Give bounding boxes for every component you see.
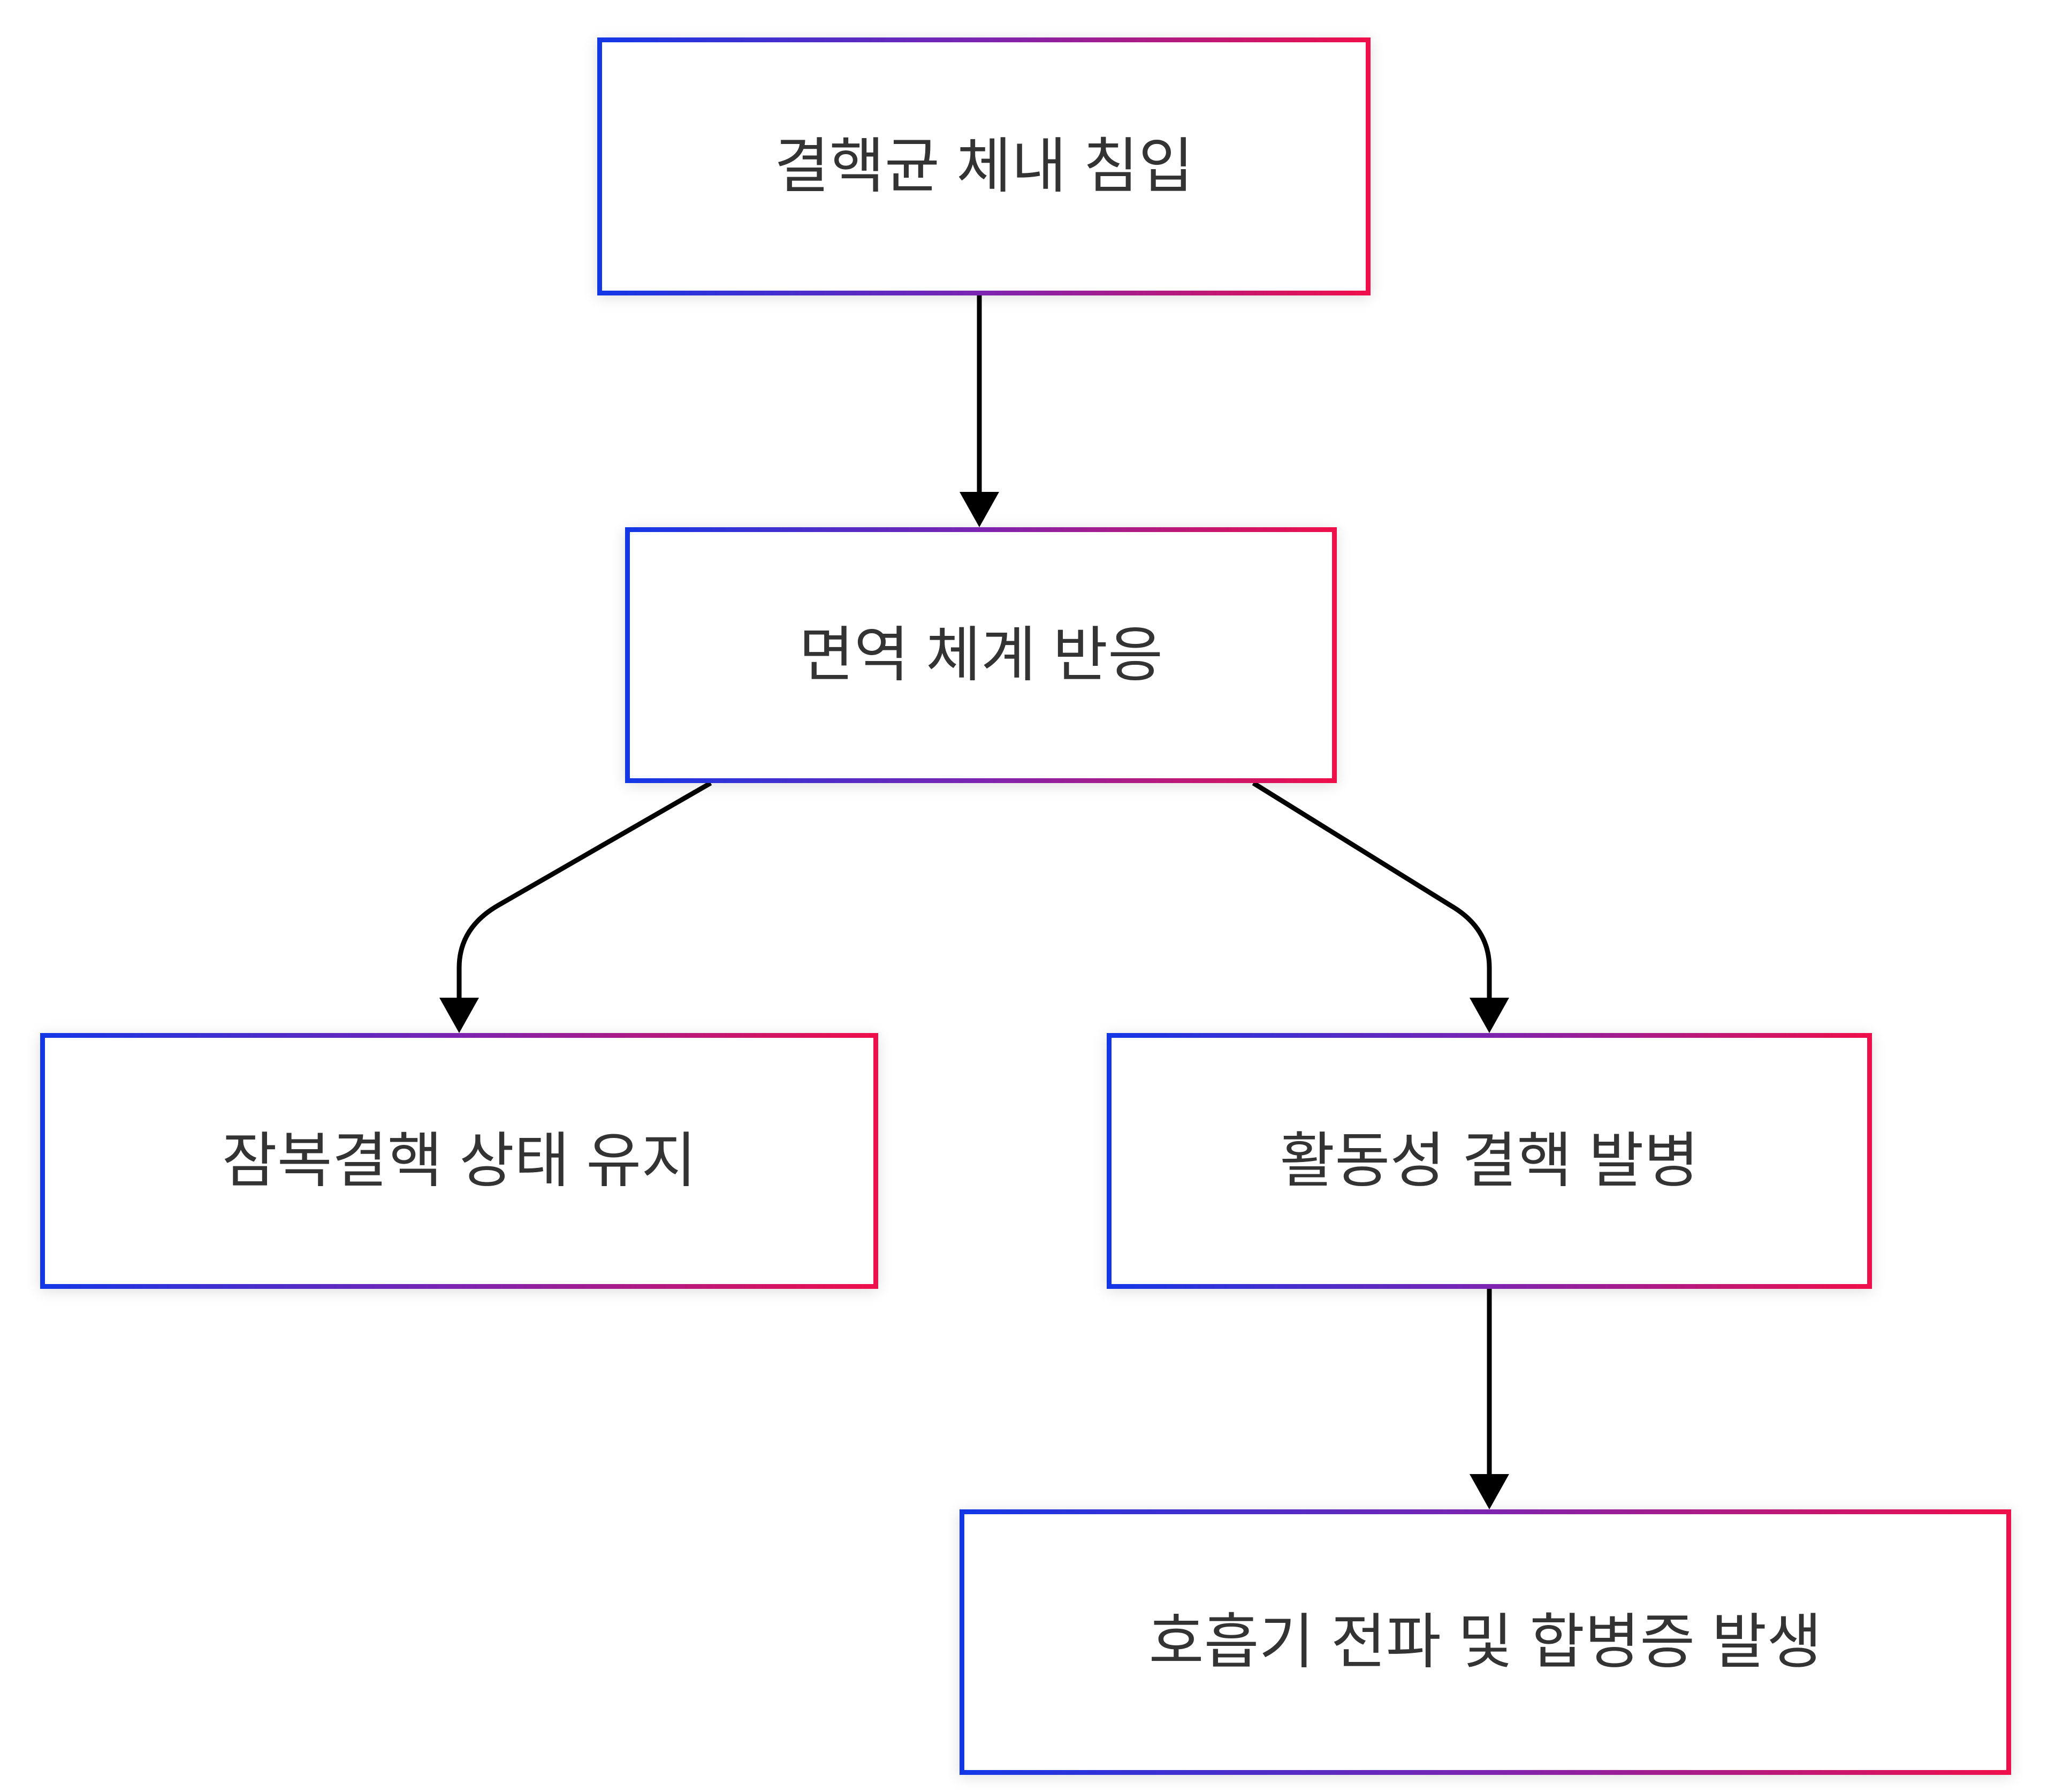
node-latent-label: 잠복결핵 상태 유지 [222, 1127, 697, 1194]
node-spread: 호흡기 전파 및 합병증 발생 [960, 1509, 2011, 1775]
edge-invasion-immune [960, 295, 999, 527]
node-active-label: 활동성 결핵 발병 [1280, 1127, 1699, 1194]
node-invasion: 결핵균 체내 침입 [597, 37, 1371, 295]
edge-immune-latent [439, 781, 712, 1033]
edge-immune-active [1252, 781, 1509, 1033]
edge-active-spread [1470, 1289, 1509, 1509]
node-immune-label: 면역 체계 반응 [798, 621, 1163, 688]
node-spread-label: 호흡기 전파 및 합병증 발생 [1148, 1608, 1822, 1675]
node-latent: 잠복결핵 상태 유지 [40, 1033, 878, 1289]
node-immune: 면역 체계 반응 [625, 527, 1337, 783]
node-invasion-label: 결핵균 체내 침입 [774, 133, 1194, 200]
node-active: 활동성 결핵 발병 [1107, 1033, 1872, 1289]
